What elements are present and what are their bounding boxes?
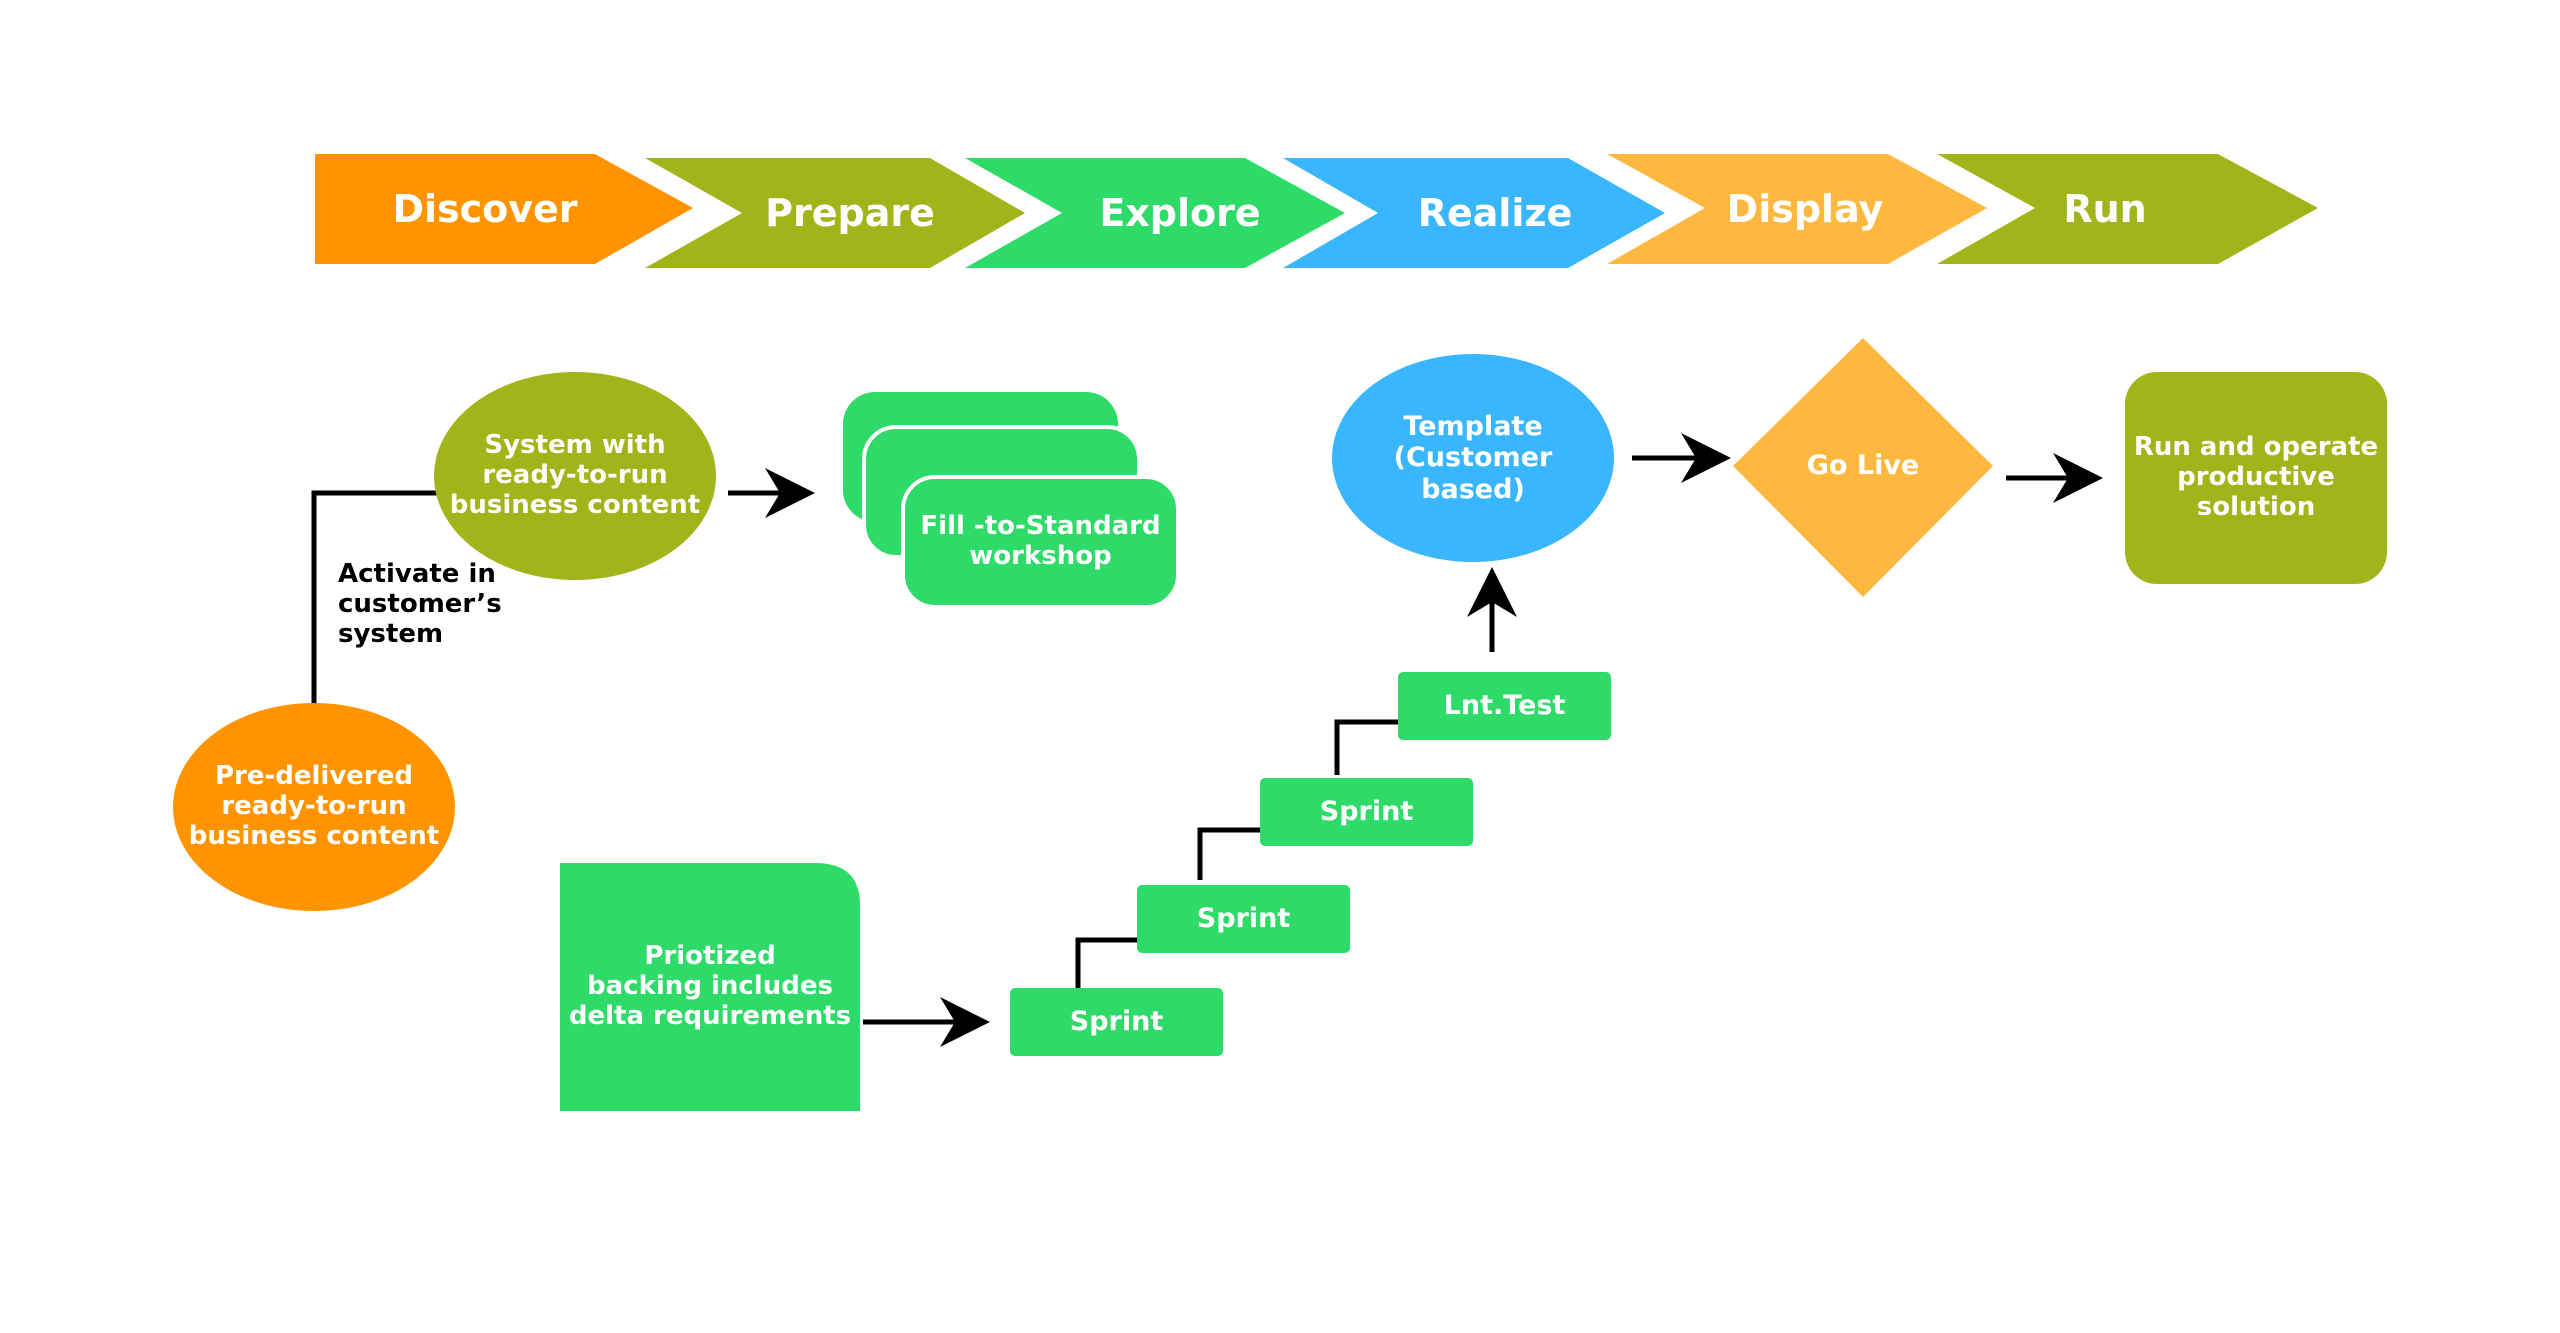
phase-label-run: Run: [2063, 187, 2147, 231]
template-label: Template (Customer based): [1393, 411, 1553, 505]
step-connector-3: [1334, 719, 1398, 775]
phase-chevron-run: [1937, 154, 2318, 264]
phase-chevron-prepare: [645, 158, 1025, 268]
phase-chevron-display: [1607, 154, 1987, 264]
sprint2-box: [1137, 885, 1350, 953]
phase-label-realize: Realize: [1417, 191, 1573, 235]
sprint3-box: [1260, 778, 1473, 846]
run-label: Run and operate productive solution: [2133, 432, 2379, 522]
golive-diamond: [1733, 338, 1993, 597]
sprint3-label: Sprint: [1319, 796, 1414, 828]
predelivered-ellipse: [173, 703, 455, 911]
inttest-box: [1398, 672, 1611, 740]
sprint1-label: Sprint: [1069, 1006, 1164, 1038]
sprint1-box: [1010, 988, 1223, 1056]
phase-label-discover: Discover: [392, 187, 578, 231]
backlog-shape: [560, 863, 860, 1111]
phase-chevron-explore: [965, 158, 1345, 268]
phase-chevron-realize: [1283, 158, 1665, 268]
workshop-label: Fill -to-Standard workshop: [920, 511, 1161, 571]
activate-connector: [311, 490, 438, 705]
workshop-card-front: [901, 475, 1180, 609]
golive-label: Go Live: [1806, 450, 1920, 482]
system-label: System with ready-to-run business conten…: [449, 430, 701, 520]
run-box: [2125, 372, 2387, 584]
backlog-label: Priotized backing includes delta require…: [568, 941, 852, 1031]
phase-label-prepare: Prepare: [765, 191, 935, 235]
inttest-label: Lnt.Test: [1443, 690, 1566, 722]
sprint2-label: Sprint: [1196, 903, 1291, 935]
step-connector-2: [1197, 827, 1260, 880]
phase-label-explore: Explore: [1099, 191, 1261, 235]
template-ellipse: [1332, 354, 1614, 562]
step-connector-1: [1075, 937, 1137, 988]
activate-label: Activate in customer’s system: [338, 559, 502, 649]
phase-chevron-discover: [315, 154, 693, 264]
phase-label-display: Display: [1726, 187, 1884, 231]
predelivered-label: Pre-delivered ready-to-run business cont…: [188, 761, 440, 851]
system-ellipse: [434, 372, 716, 580]
